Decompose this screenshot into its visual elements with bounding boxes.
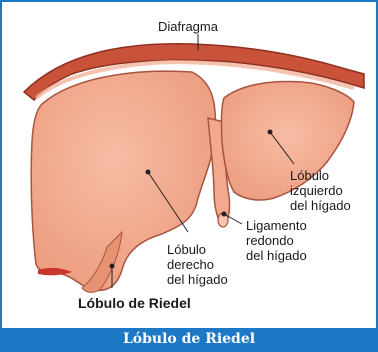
left-lobe-dot	[268, 130, 273, 135]
diaphragm-label: Diafragma	[158, 19, 218, 34]
round-ligament-label: Ligamento redondo del hígado	[246, 218, 307, 263]
liver-diagram: Diafragma Lóbulo izquierdo del hígado Li…	[2, 2, 376, 328]
riedel-lobe-label: Lóbulo de Riedel	[78, 296, 191, 311]
left-lobe-label: Lóbulo izquierdo del hígado	[290, 168, 351, 213]
figure-caption: Lóbulo de Riedel	[2, 328, 376, 350]
right-lobe-dot	[146, 170, 151, 175]
riedel-dot	[110, 264, 115, 269]
ligament-dot	[222, 212, 227, 217]
right-lobe-label: Lóbulo derecho del hígado	[167, 242, 228, 287]
